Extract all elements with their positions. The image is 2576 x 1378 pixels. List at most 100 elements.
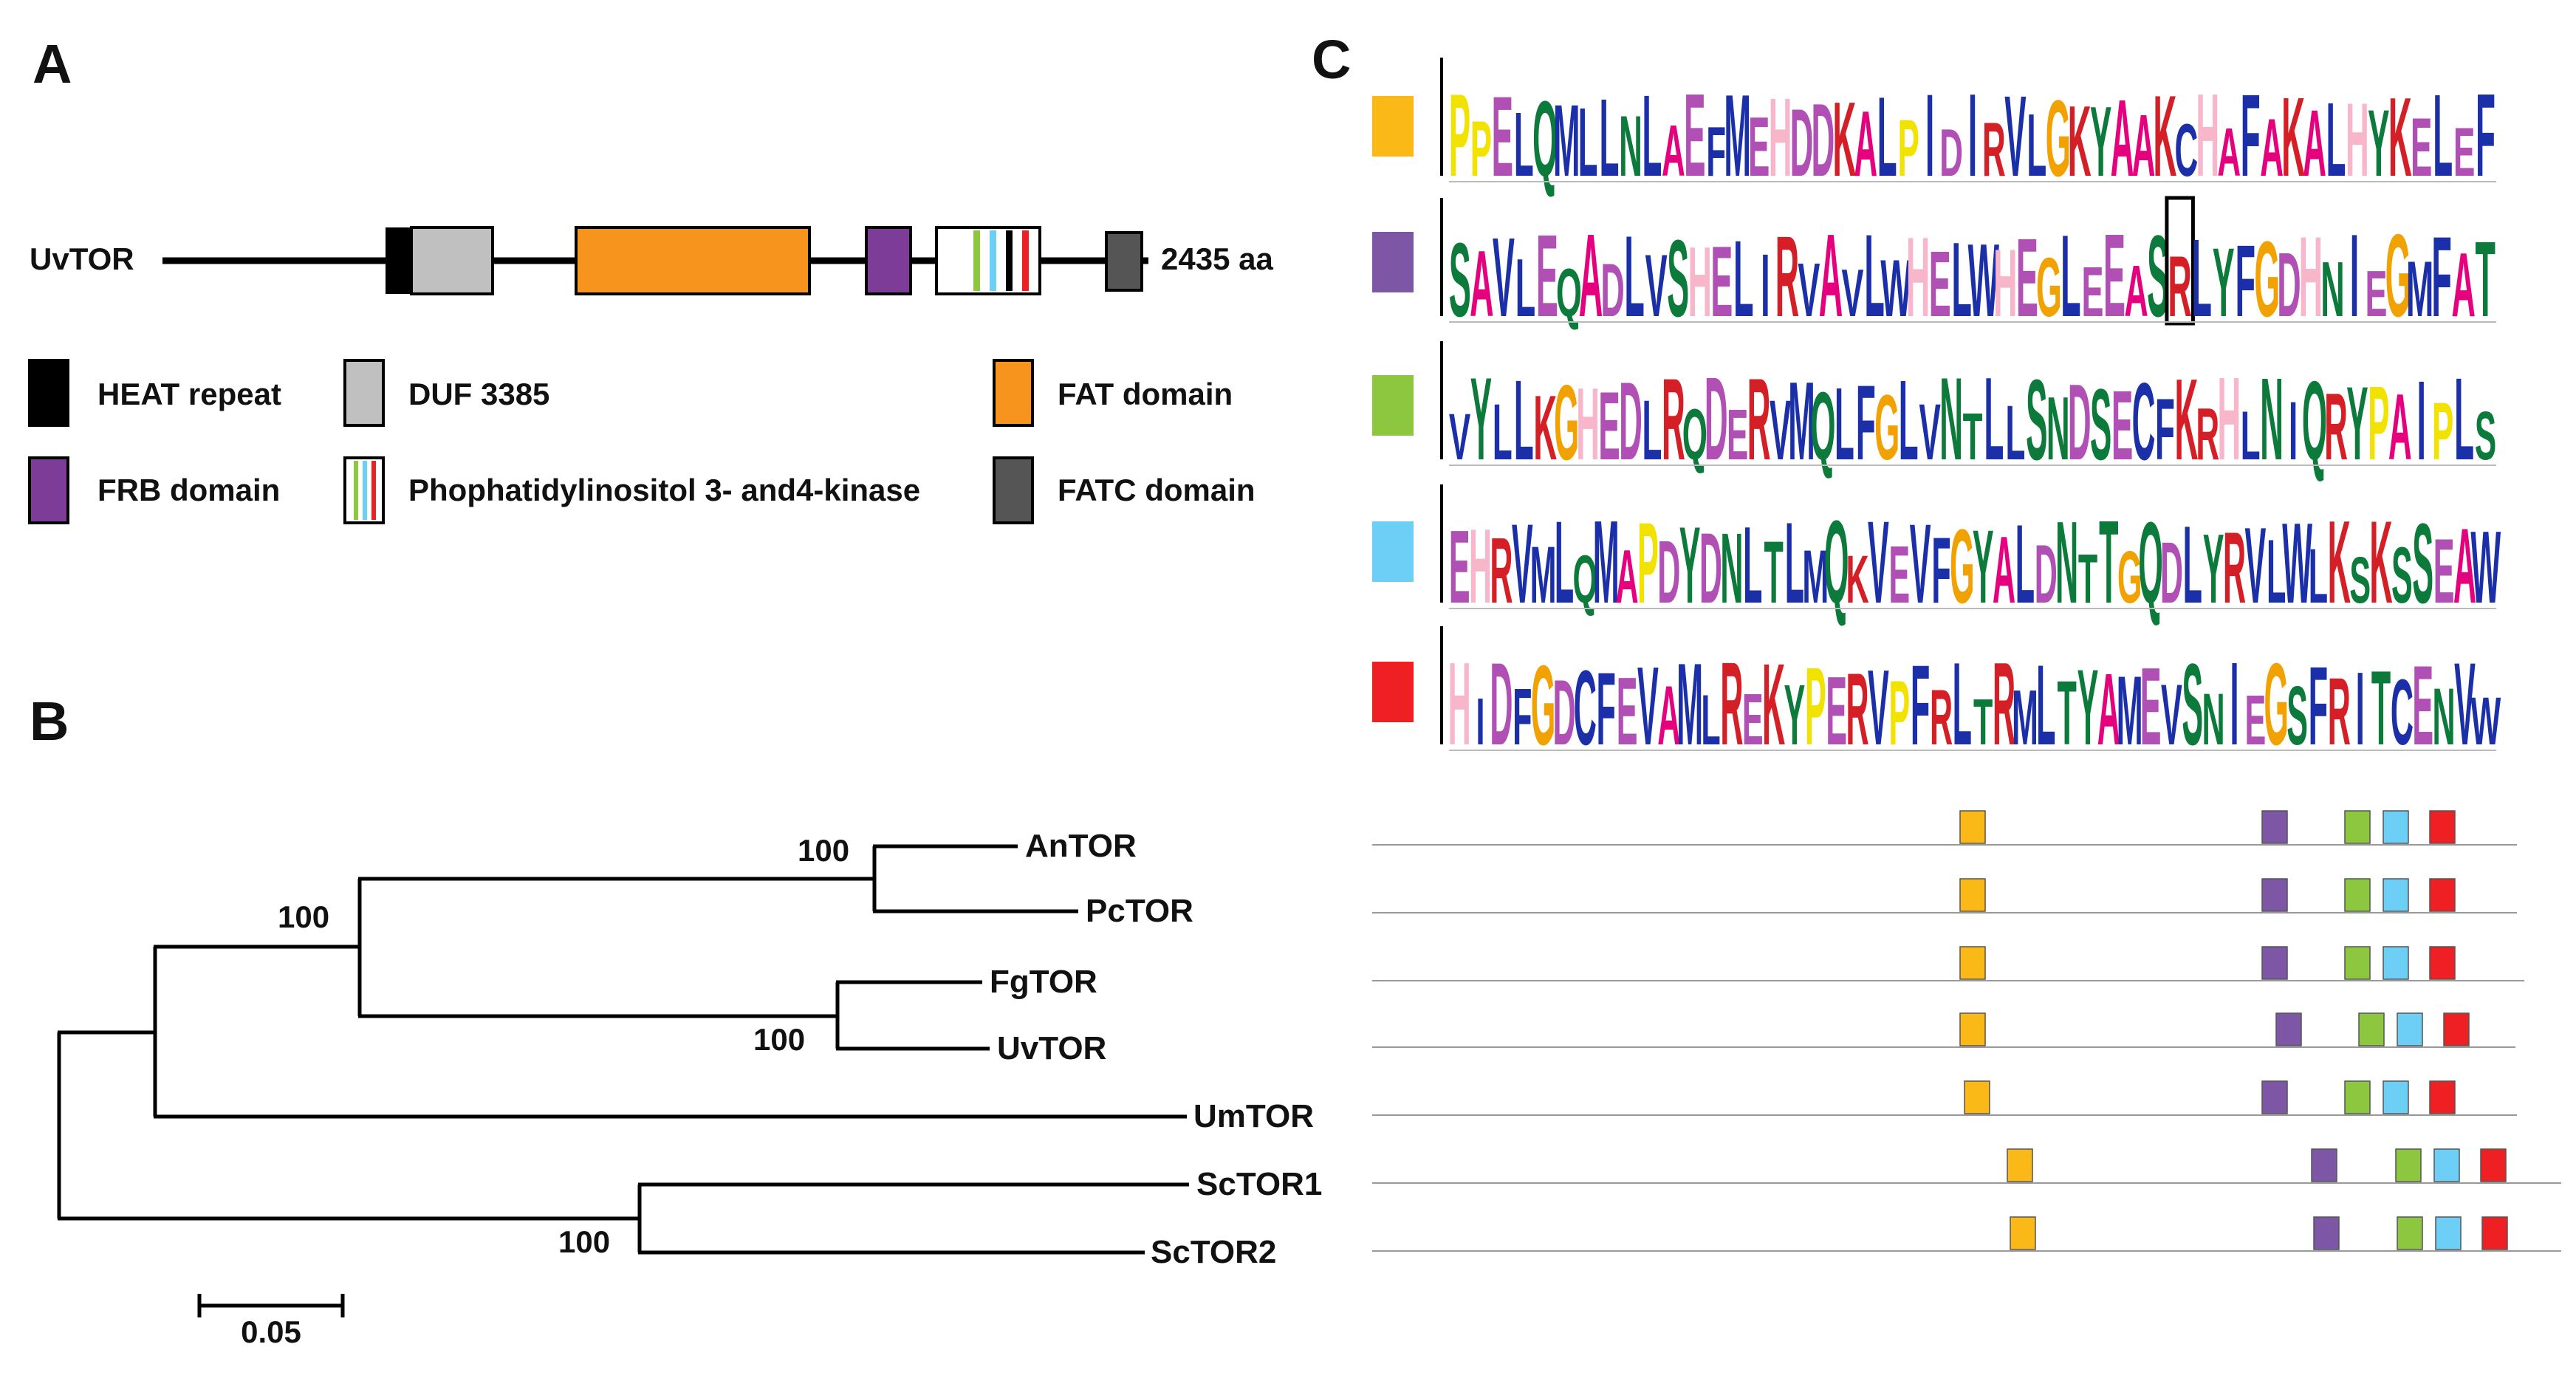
logo-letter: F — [2236, 224, 2255, 338]
highlight-box — [2165, 196, 2195, 326]
logo-letter: I — [2230, 637, 2239, 769]
leaf-label-pctor: PcTOR — [1086, 893, 1193, 929]
logo-letter: F — [2241, 70, 2261, 201]
motif-box-1 — [1959, 878, 1986, 912]
logo-letter: A — [2388, 375, 2412, 480]
logo-letter: R — [2324, 374, 2348, 480]
logo-letter: D — [1600, 248, 1624, 332]
legend-label-heat: HEAT repeat — [97, 377, 281, 411]
logo-letter: A — [1854, 93, 1877, 196]
logo-letter: D — [1490, 639, 1513, 769]
logo-letter: F — [1706, 112, 1726, 191]
logo-letter: A — [1819, 210, 1843, 341]
motif-box-1 — [1959, 810, 1986, 844]
motif-box-2 — [2275, 1012, 2302, 1046]
logo-letter: Y — [2213, 227, 2235, 337]
logo-letter: D — [1552, 660, 1575, 764]
logo-letter: H — [2299, 213, 2323, 340]
logo-letter: Q — [1532, 79, 1558, 199]
motif-box-3 — [2397, 1216, 2423, 1250]
logo-letter: Y — [2090, 86, 2111, 198]
logo-letter: K — [1846, 542, 1868, 618]
logo-letter: I — [2350, 210, 2359, 341]
panel-label-b: B — [30, 690, 69, 752]
logo-letter: C — [2391, 660, 2414, 765]
motif-box-3 — [2358, 1012, 2385, 1046]
logo-letter: W — [2470, 684, 2501, 759]
logo-letter: H — [1448, 637, 1471, 769]
motif-swatch-5 — [1372, 662, 1414, 722]
motif-color-swatches — [1372, 96, 1414, 722]
logo-letter: H — [1469, 507, 1492, 625]
logo-letter: L — [1514, 93, 1534, 196]
logo-letter: N — [2260, 354, 2284, 484]
logo-letter: R — [1490, 518, 1513, 623]
logo-letter: R — [1982, 106, 2006, 192]
logo-letter: T — [2078, 540, 2097, 618]
logo-letter: K — [1833, 80, 1857, 199]
motif-box-4 — [2383, 878, 2409, 912]
logo-letter: G — [1950, 507, 1975, 625]
logo-letter: C — [1574, 648, 1597, 767]
motif-box-5 — [2429, 810, 2456, 844]
bootstrap-fg-uv: 100 — [753, 1022, 805, 1057]
phylogenetic-tree — [57, 844, 1189, 1255]
logo-letter: L — [1515, 241, 1535, 334]
logo-letter: A — [2217, 114, 2241, 191]
logo-letter: G — [2264, 639, 2289, 769]
bootstrap-an-fg: 100 — [278, 899, 329, 934]
logo-letter: S — [2412, 500, 2433, 627]
legend-label-fatc: FATC domain — [1058, 473, 1256, 507]
logo-letter: Q — [2302, 358, 2327, 484]
logo-letter: L — [2309, 533, 2328, 620]
logo-letter: L — [1701, 679, 1720, 759]
legend-label-fat: FAT domain — [1058, 377, 1233, 411]
logo-letter: C — [2175, 108, 2199, 192]
logo-letter: E — [2453, 113, 2475, 191]
logo-letter: A — [1993, 518, 2015, 624]
logo-letter: R — [1720, 637, 1743, 769]
logo-letter: A — [1470, 231, 1493, 337]
protein-name-label: UvTOR — [30, 241, 134, 276]
motif-box-3 — [2395, 1148, 2422, 1182]
legend-label-frb: FRB domain — [97, 473, 280, 507]
motif-box-1 — [2007, 1148, 2033, 1182]
logo-letter: V — [2004, 72, 2026, 201]
logo-letter: M — [1553, 83, 1580, 198]
logo-letter: W — [2282, 500, 2312, 628]
logo-letter: A — [2451, 233, 2475, 335]
logo-letter: L — [2036, 642, 2055, 769]
motif-swatch-4 — [1372, 521, 1414, 582]
logo-letter: R — [1662, 354, 1685, 484]
motif-box-3 — [2344, 946, 2371, 980]
logo-letter: G — [1531, 642, 1556, 769]
logo-letter: I — [2356, 651, 2365, 767]
panel-label-a: A — [32, 33, 72, 95]
logo-letter: V — [1770, 383, 1791, 478]
logo-letter: Q — [1556, 255, 1582, 331]
logo-letter: N — [2320, 246, 2344, 334]
logo-letter: D — [2035, 529, 2058, 621]
logo-letter: E — [1684, 69, 1705, 201]
logo-letter: E — [1492, 73, 1513, 201]
logo-letter: E — [2082, 252, 2104, 332]
motif-box-4 — [2397, 1012, 2423, 1046]
logo-letter: P — [2368, 365, 2389, 482]
logo-letter: R — [1747, 354, 1771, 484]
bootstrap-an-pc: 100 — [798, 833, 849, 868]
motif-box-2 — [2261, 878, 2288, 912]
logo-letter: L — [1877, 73, 1897, 199]
motif-box-5 — [2429, 878, 2456, 912]
logo-letter: K — [2388, 75, 2412, 200]
logo-letter: Y — [1784, 667, 1806, 763]
logo-letter: L — [1785, 499, 1804, 628]
fatc-domain — [1105, 231, 1143, 292]
logo-letter: L — [2191, 217, 2211, 340]
motif-swatch-2 — [1372, 232, 1414, 292]
logo-letter: D — [1619, 360, 1642, 484]
logo-letter: A — [2303, 92, 2326, 196]
logo-letter: M — [1593, 496, 1620, 628]
motif-box-3 — [2344, 878, 2371, 912]
motif-box-4 — [2383, 1080, 2409, 1114]
logo-letter: T — [1963, 400, 1983, 473]
